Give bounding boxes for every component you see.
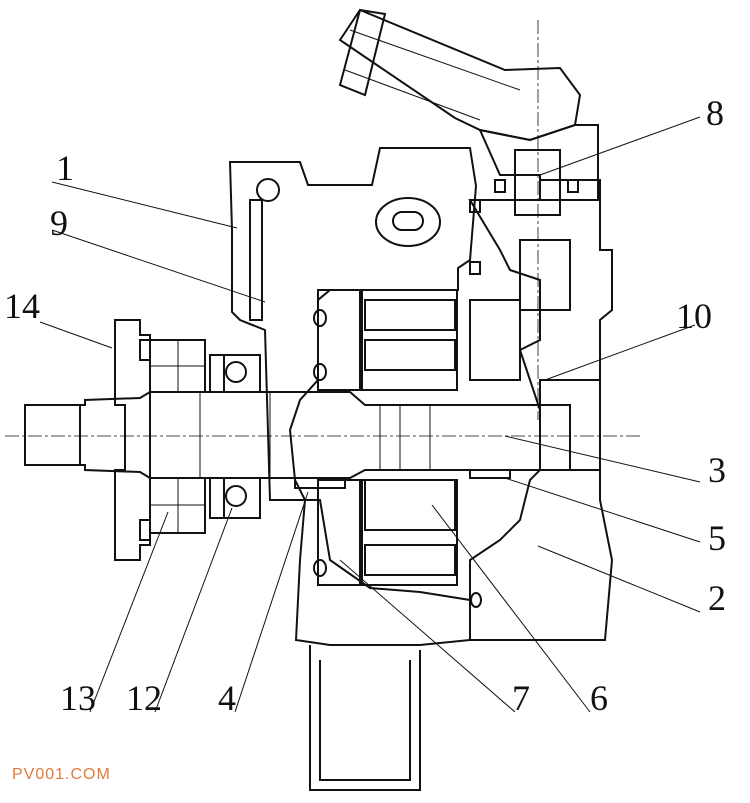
rear-housing bbox=[468, 179, 614, 641]
label-8: 8 bbox=[706, 93, 724, 133]
drive-shaft bbox=[24, 391, 571, 479]
label-13: 13 bbox=[60, 678, 96, 718]
label-10: 10 bbox=[676, 296, 712, 336]
mounting-bracket bbox=[309, 645, 421, 791]
label-5: 5 bbox=[708, 518, 726, 558]
rotor-pack bbox=[313, 289, 482, 608]
label-14: 14 bbox=[4, 286, 40, 326]
watermark: PV001.COM bbox=[12, 766, 111, 783]
front-housing bbox=[228, 147, 478, 646]
label-1: 1 bbox=[56, 148, 74, 188]
label-7: 7 bbox=[512, 678, 530, 718]
bearing-and-seal bbox=[149, 339, 261, 534]
center-lines bbox=[5, 20, 640, 437]
label-12: 12 bbox=[126, 678, 162, 718]
bushings bbox=[294, 469, 511, 489]
label-3: 3 bbox=[708, 450, 726, 490]
label-6: 6 bbox=[590, 678, 608, 718]
label-2: 2 bbox=[708, 578, 726, 618]
leader-lines bbox=[39, 116, 701, 713]
label-4: 4 bbox=[218, 678, 236, 718]
hose-fitting bbox=[338, 8, 599, 275]
label-9: 9 bbox=[50, 203, 68, 243]
end-cover bbox=[114, 319, 151, 561]
